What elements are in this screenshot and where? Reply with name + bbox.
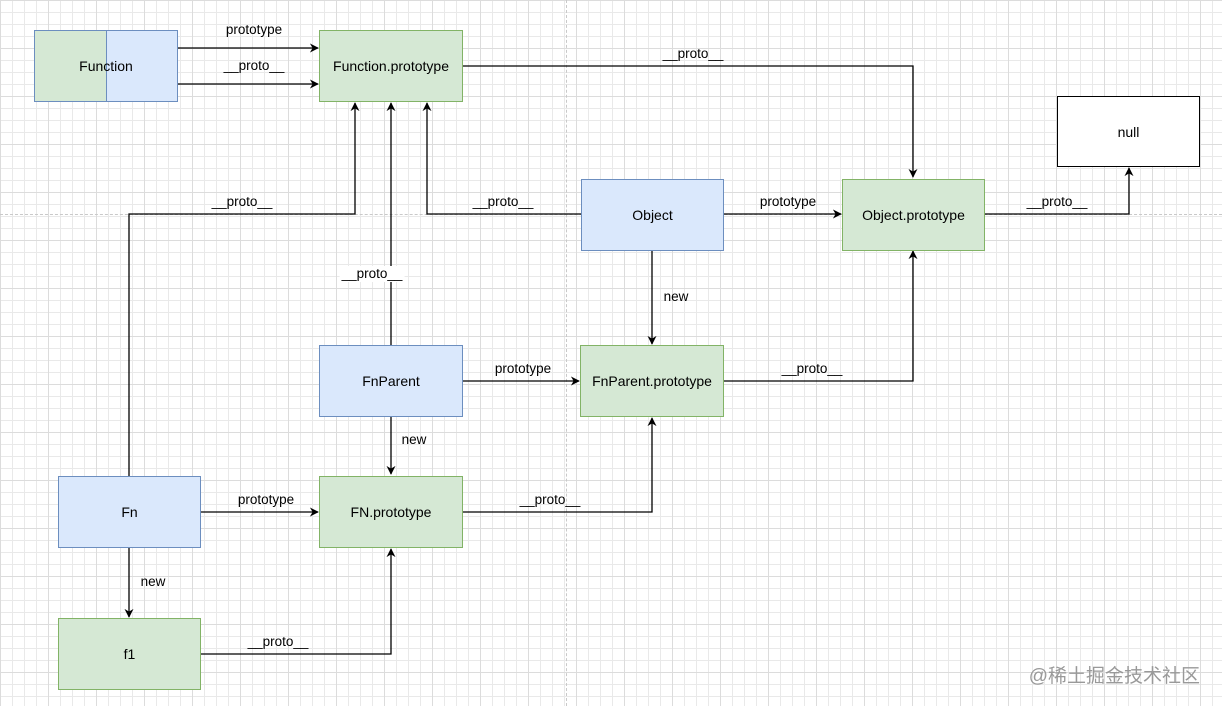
label-fnparent-prototype: prototype	[494, 361, 552, 376]
node-function-prototype[interactable]: Function.prototype	[319, 30, 463, 102]
page-break-vertical	[566, 0, 567, 706]
edge-fn-prototype-to-fnparent-prototype[interactable]	[463, 417, 657, 513]
node-f1-label: f1	[123, 646, 136, 662]
node-null[interactable]: null	[1057, 96, 1200, 167]
node-fn-prototype[interactable]: FN.prototype	[319, 476, 463, 548]
label-object-to-function-prototype: __proto__	[472, 194, 534, 209]
edge-object-prototype-to-null[interactable]	[985, 167, 1134, 215]
node-function-green-half	[35, 31, 106, 101]
watermark: @稀土掘金技术社区	[1028, 666, 1200, 687]
label-function-prototype-to-object-prototype: __proto__	[662, 46, 724, 61]
label-fnparent-new: new	[401, 432, 427, 447]
label-fn-to-function-prototype: __proto__	[211, 194, 273, 209]
node-object[interactable]: Object	[581, 179, 724, 251]
node-fnparent-prototype-label: FnParent.prototype	[592, 373, 712, 389]
edge-fnparent-prototype-to-object-prototype[interactable]	[723, 250, 918, 382]
label-object-new: new	[663, 289, 689, 304]
label-fnparent-prototype-to-object-prototype: __proto__	[781, 361, 843, 376]
node-fnparent-label: FnParent	[362, 373, 420, 389]
node-fnparent-prototype[interactable]: FnParent.prototype	[580, 345, 724, 417]
node-object-prototype-label: Object.prototype	[862, 207, 965, 223]
node-null-label: null	[1117, 123, 1140, 140]
node-function-blue-half	[106, 31, 177, 101]
node-fn[interactable]: Fn	[58, 476, 201, 548]
label-function-prototype: prototype	[225, 22, 283, 37]
label-fn-new: new	[140, 574, 166, 589]
node-fn-label: Fn	[121, 504, 138, 520]
node-f1[interactable]: f1	[58, 618, 201, 690]
edge-object-to-function-prototype[interactable]	[422, 102, 581, 215]
node-function-prototype-label: Function.prototype	[333, 58, 449, 74]
label-f1-to-fn-prototype: __proto__	[247, 634, 309, 649]
node-function[interactable]: Function	[34, 30, 178, 102]
node-object-prototype[interactable]: Object.prototype	[842, 179, 985, 251]
node-object-label: Object	[632, 207, 673, 223]
edge-function-prototype-to-object-prototype[interactable]	[463, 65, 918, 178]
label-fn-prototype: prototype	[237, 492, 295, 507]
label-fn-prototype-to-fnparent-prototype: __proto__	[519, 492, 581, 507]
label-object-prototype: prototype	[759, 194, 817, 209]
label-function-proto: __proto__	[223, 58, 285, 73]
label-object-prototype-to-null: __proto__	[1026, 194, 1088, 209]
label-fnparent-to-function-prototype: __proto__	[339, 266, 405, 282]
edge-f1-to-fn-prototype[interactable]	[201, 548, 396, 655]
node-function-label: Function	[79, 58, 133, 74]
node-fnparent[interactable]: FnParent	[319, 345, 463, 417]
node-fn-prototype-label: FN.prototype	[350, 504, 432, 520]
edge-fn-to-function-prototype[interactable]	[128, 102, 360, 476]
